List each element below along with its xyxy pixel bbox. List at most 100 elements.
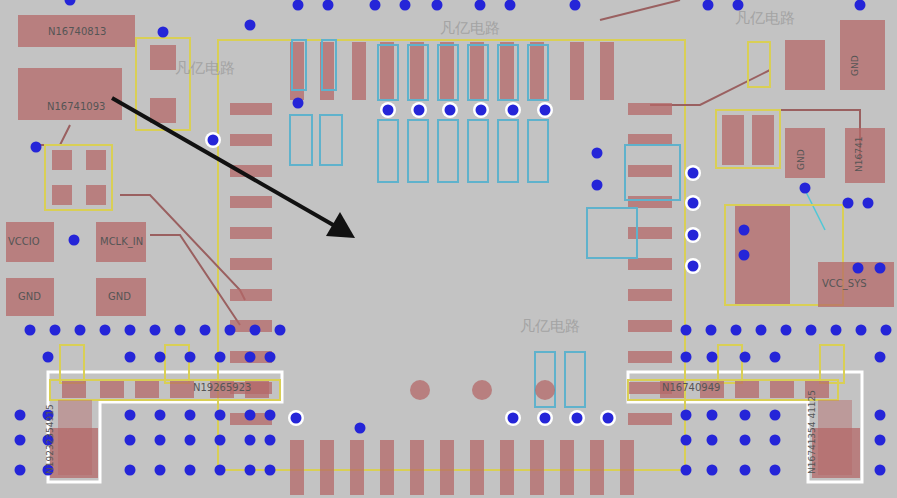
via <box>265 410 276 421</box>
watermark: 凡亿电路 <box>735 10 795 27</box>
via <box>875 465 886 476</box>
via <box>770 410 781 421</box>
bottom-pad <box>438 120 458 182</box>
bottom-pad <box>320 115 342 165</box>
via <box>125 435 136 446</box>
via <box>570 0 581 11</box>
trace <box>600 0 680 20</box>
via <box>806 325 817 336</box>
net-name: N16741093 <box>47 101 105 112</box>
pad <box>96 278 146 316</box>
pad <box>230 227 272 239</box>
via <box>681 435 692 446</box>
bottom-pad <box>468 120 488 182</box>
via <box>540 105 551 116</box>
via <box>681 325 692 336</box>
net-name: N19232354915 <box>46 404 56 474</box>
pad <box>620 440 634 495</box>
via <box>740 435 751 446</box>
via <box>15 435 26 446</box>
via-ring <box>537 102 553 118</box>
via <box>175 325 186 336</box>
via <box>265 352 276 363</box>
pad <box>590 440 604 495</box>
keepout-outline <box>48 372 282 482</box>
via <box>185 352 196 363</box>
pad <box>628 413 672 425</box>
via <box>323 0 334 11</box>
pad <box>560 440 574 495</box>
pad <box>350 440 364 495</box>
via <box>770 435 781 446</box>
pad <box>18 68 122 120</box>
via <box>688 168 699 179</box>
pad <box>628 289 672 301</box>
via <box>603 413 614 424</box>
via <box>875 263 886 274</box>
via <box>215 410 226 421</box>
trace <box>40 125 70 145</box>
pad <box>770 380 794 398</box>
pad <box>380 42 394 100</box>
net-name: GND <box>108 291 131 302</box>
via <box>707 410 718 421</box>
watermark: 凡亿电路 <box>440 20 500 37</box>
pad <box>785 128 825 178</box>
via-ring <box>685 195 701 211</box>
via <box>400 0 411 11</box>
via <box>731 325 742 336</box>
via <box>291 413 302 424</box>
via <box>245 435 256 446</box>
pad <box>628 351 672 363</box>
via <box>155 465 166 476</box>
via-ring <box>685 227 701 243</box>
pad <box>410 42 424 100</box>
pad <box>735 205 790 305</box>
net-name: MCLK_IN <box>100 236 143 247</box>
bottom-pad <box>468 45 488 100</box>
bottom-pad <box>565 352 585 407</box>
pad <box>170 380 194 398</box>
bottom-pad <box>498 120 518 182</box>
net-name: N16740813 <box>48 26 106 37</box>
via <box>476 105 487 116</box>
watermark: 凡亿电路 <box>520 318 580 335</box>
thermal-via <box>472 380 492 400</box>
pad <box>86 150 106 170</box>
net-name: N16741354 41125 <box>808 390 818 474</box>
pad <box>628 320 672 332</box>
via <box>370 0 381 11</box>
via <box>245 465 256 476</box>
via-ring <box>473 102 489 118</box>
bottom-pad <box>322 40 336 90</box>
via <box>707 465 718 476</box>
component-outline <box>716 110 780 168</box>
pad <box>440 440 454 495</box>
via <box>740 410 751 421</box>
via <box>707 435 718 446</box>
pad <box>230 103 272 115</box>
pad <box>752 115 774 165</box>
pad <box>470 42 484 100</box>
pad <box>352 42 366 100</box>
via <box>185 465 196 476</box>
via <box>572 413 583 424</box>
via <box>185 435 196 446</box>
trace <box>150 235 240 325</box>
via <box>125 352 136 363</box>
via <box>592 148 603 159</box>
via <box>265 435 276 446</box>
via <box>508 105 519 116</box>
bottom-pad <box>587 208 637 258</box>
via-ring <box>380 102 396 118</box>
via <box>707 352 718 363</box>
via <box>770 352 781 363</box>
pad <box>628 165 672 177</box>
pad <box>230 134 272 146</box>
component-outline <box>165 345 189 383</box>
component-outline <box>60 345 84 383</box>
via <box>505 0 516 11</box>
pad <box>818 262 894 307</box>
via <box>150 325 161 336</box>
